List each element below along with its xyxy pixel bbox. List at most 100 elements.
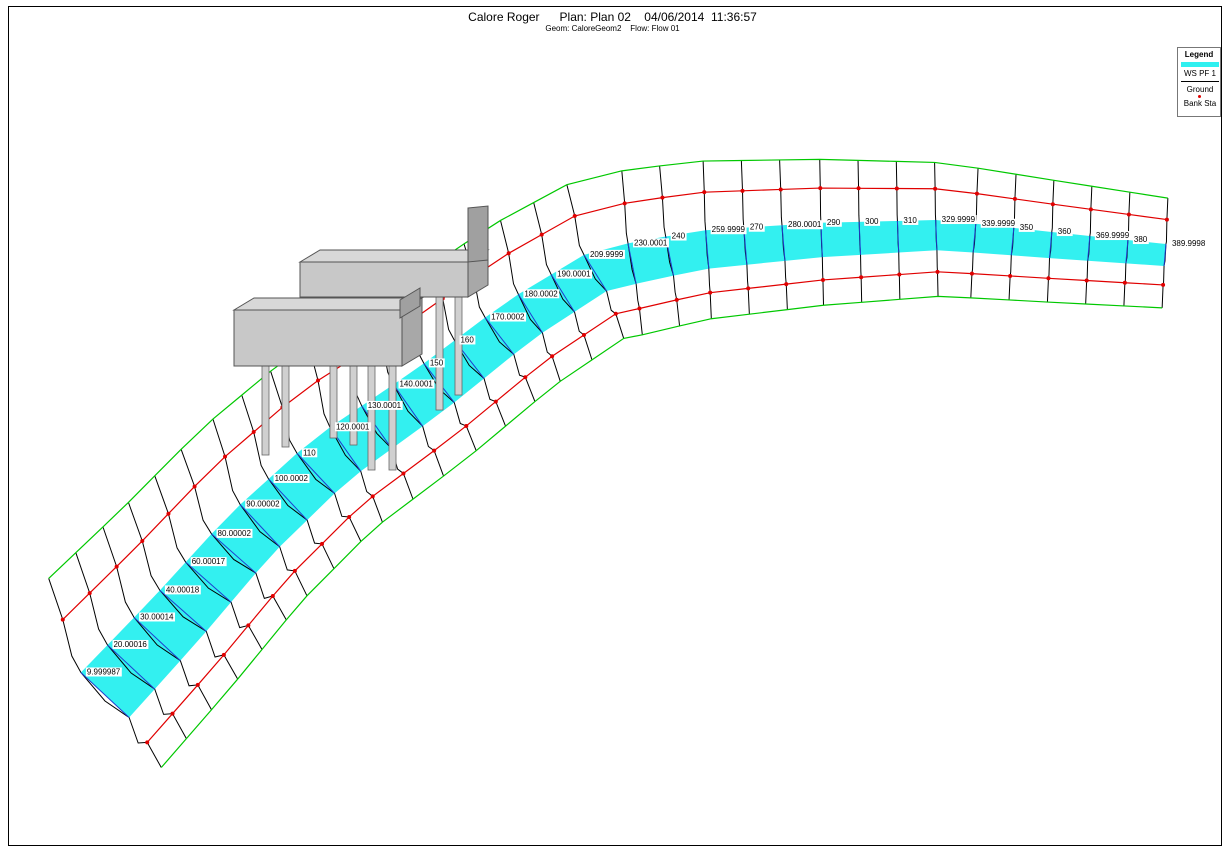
cross-section-label: 30.00014 — [140, 612, 174, 621]
cross-section-label: 380 — [1134, 235, 1148, 244]
cross-section-label-bg — [459, 335, 476, 345]
bank-station-marker — [784, 282, 789, 287]
cross-section-water — [627, 243, 637, 284]
cross-section-water — [858, 221, 862, 255]
bank-station-marker — [740, 188, 745, 193]
cross-section-label-bg — [748, 222, 765, 232]
cross-section-label: 350 — [1020, 223, 1034, 232]
bank-station-marker — [581, 333, 586, 338]
bank-station-marker — [708, 290, 713, 295]
cross-section-water — [781, 225, 786, 261]
bank-station-marker — [1012, 196, 1017, 201]
cross-section-water — [268, 478, 308, 521]
bank-station-marker — [674, 297, 679, 302]
bank-station-marker — [523, 375, 528, 380]
bank-station-marker — [1008, 273, 1013, 278]
bank-station-marker — [1126, 212, 1131, 217]
cross-section-label: 80.00002 — [218, 529, 252, 538]
bank-station-marker — [1088, 207, 1093, 212]
bank-station-marker — [1164, 217, 1169, 222]
cross-section-lines — [48, 159, 1169, 768]
cross-section-ground — [102, 526, 212, 710]
cross-section-label-bg — [139, 612, 176, 622]
bridge-deck-top — [298, 249, 490, 263]
cross-section-ground — [307, 343, 383, 523]
cross-section-label-bg — [1094, 231, 1131, 241]
bank-station-marker — [140, 538, 145, 543]
plot-title: Calore Roger Plan: Plan 02 04/06/2014 11… — [468, 10, 757, 24]
top-of-bank-right — [48, 158, 1168, 579]
bank-station-marker — [195, 682, 200, 687]
bank-station-marker — [856, 186, 861, 191]
cross-section-label-bg — [164, 585, 201, 595]
cross-section-label-bg — [190, 557, 227, 567]
cross-section-water — [159, 590, 207, 632]
cross-section-label-bg — [273, 473, 310, 483]
cross-section-water — [1163, 243, 1167, 267]
cross-section-ground — [500, 220, 561, 382]
bank-station-marker — [166, 511, 171, 516]
cross-section-water — [705, 230, 710, 269]
legend-item-ws: WS PF 1 — [1183, 69, 1216, 78]
cross-section-label-bg — [85, 667, 122, 677]
bridge-pier — [261, 359, 270, 456]
bank-station-marker — [935, 269, 940, 274]
legend: Legend WS PF 1 Ground Bank Sta — [1177, 47, 1221, 117]
cross-section-label: 360 — [1058, 227, 1072, 236]
bank-station-marker — [347, 514, 352, 519]
cross-section-ground — [212, 418, 308, 597]
legend-swatch-ground — [1181, 81, 1219, 82]
cross-section-label: 20.00016 — [113, 640, 147, 649]
cross-section-label: 290 — [827, 218, 841, 227]
cross-section-water — [361, 405, 393, 449]
bank-station-marker — [702, 190, 707, 195]
cross-section-water — [1125, 239, 1129, 264]
bank-station-marker — [969, 271, 974, 276]
bridge-deck-side — [467, 205, 489, 263]
cross-section-ground — [533, 202, 593, 361]
bank-station-marker — [1122, 280, 1127, 285]
plot-frame — [8, 6, 1222, 846]
bank-station-marker — [818, 186, 823, 191]
legend-item-ground: Ground — [1186, 85, 1214, 94]
bridge-pier — [435, 279, 444, 411]
cross-section-label: 110 — [303, 448, 316, 457]
cross-section-label-bg — [588, 249, 625, 259]
cross-section-label-bg — [1018, 222, 1035, 232]
bridge-deck-face — [299, 261, 469, 298]
cross-section-water — [484, 317, 515, 355]
bank-station-marker — [974, 191, 979, 196]
cross-section-water — [935, 220, 938, 251]
cross-section-water — [896, 220, 900, 253]
legend-swatch-ws — [1181, 62, 1219, 67]
bank-station-marker — [493, 399, 498, 404]
bank-station-marker — [316, 378, 321, 383]
cross-section-label: 130.0001 — [368, 401, 402, 410]
bridge-deck-side — [399, 287, 421, 319]
legend-swatch-bank — [1198, 95, 1201, 98]
bank-station-marker — [292, 568, 297, 573]
cross-section-label: 310 — [903, 216, 917, 225]
legend-item-bank: Bank Sta — [1183, 99, 1217, 108]
bridge-deck-face — [233, 309, 403, 367]
cross-section-label: 280.0001 — [788, 220, 822, 229]
cross-section-water — [296, 452, 335, 494]
cross-section-label: 339.9999 — [982, 219, 1016, 228]
bank-station-marker — [401, 471, 406, 476]
bank-station-marker — [87, 591, 92, 596]
bank-station-marker — [114, 564, 119, 569]
bank-station-marker — [1084, 278, 1089, 283]
cross-section-label-bg — [112, 639, 149, 649]
cross-section-water — [211, 533, 257, 574]
bank-station-marker — [897, 272, 902, 277]
cross-section-label: 230.0001 — [634, 238, 668, 247]
cross-section-label-bg — [710, 225, 747, 235]
cross-section-label-bg — [864, 216, 881, 226]
cross-section-label: 170.0002 — [491, 313, 525, 322]
cross-section-water — [1049, 231, 1053, 259]
cross-section-label: 100.0002 — [275, 474, 309, 483]
cross-section-labels: 9.99998720.0001630.0001440.0001860.00017… — [85, 215, 1207, 677]
bank-station-marker — [270, 593, 275, 598]
bank-station-marker — [746, 286, 751, 291]
cross-section-label: 389.9998 — [1172, 239, 1206, 248]
